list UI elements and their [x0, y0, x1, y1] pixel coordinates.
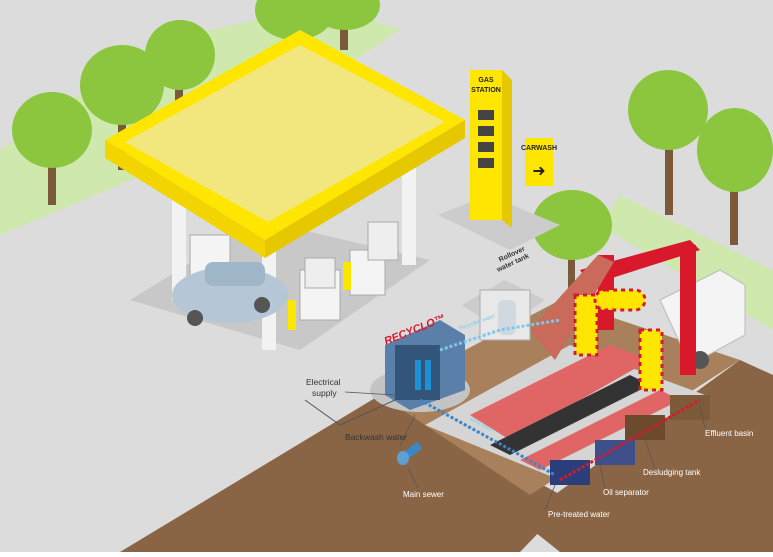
underground-tanks — [550, 395, 710, 485]
arrow-right-icon: ➜ — [532, 163, 545, 180]
direction-sign-text: CARWASH — [521, 145, 557, 152]
canopy-glass — [125, 45, 445, 222]
carwash-gantry — [530, 240, 700, 392]
canopy-edge — [105, 140, 265, 258]
label-main-sewer: Main sewer — [403, 490, 444, 499]
carwash-direction-sign: CARWASH ➜ — [521, 138, 557, 186]
carwash-grate — [490, 375, 650, 455]
canopy-edge — [265, 120, 465, 258]
label-electrical-1: Electrical — [306, 377, 341, 387]
car-icon — [172, 262, 288, 326]
carwash-rail — [520, 390, 680, 470]
label-oil-separator: Oil separator — [603, 488, 649, 497]
tree-group-right — [532, 70, 773, 295]
gas-station-sign: GAS STATION — [438, 70, 560, 250]
label-backwash: Backwash water — [345, 432, 407, 442]
ground-section-left — [120, 395, 570, 552]
label-electrical-2: supply — [312, 388, 337, 398]
sign-line1: GAS — [478, 77, 494, 84]
callout-lines — [344, 391, 706, 511]
label-desludging: Desludging tank — [643, 468, 701, 477]
carwash-rail — [470, 345, 650, 440]
sign-line2: STATION — [471, 87, 501, 94]
label-pre-treated: Pre-treated water — [548, 510, 610, 519]
label-effluent: Effluent basin — [705, 429, 753, 438]
